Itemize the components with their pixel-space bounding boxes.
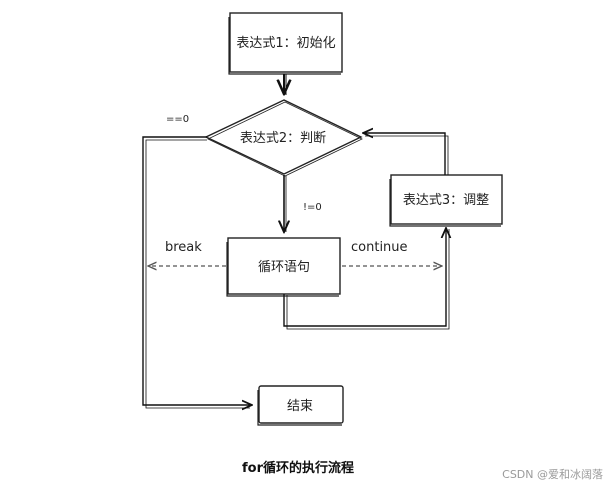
edge-adjust-to-judge: [363, 133, 449, 175]
edge-judge-to-body: !=0: [284, 175, 322, 232]
judge-label: 表达式2：判断: [240, 131, 326, 146]
edge-body-to-adjust: [283, 228, 449, 330]
edge-init-to-judge: [284, 74, 286, 95]
continue-label: continue: [351, 240, 408, 255]
edge-judge-to-end: ==0: [142, 114, 252, 408]
adjust-label: 表达式3：调整: [403, 193, 489, 208]
body-label: 循环语句: [258, 260, 310, 275]
watermark: CSDN @爱和冰阔落: [502, 468, 603, 481]
body-node: 循环语句: [226, 237, 341, 297]
caption: for循环的执行流程: [242, 460, 354, 476]
init-node: 表达式1：初始化: [228, 12, 343, 75]
edge-continue: continue: [342, 240, 442, 266]
false-label: ==0: [166, 114, 189, 125]
init-label: 表达式1：初始化: [236, 36, 335, 51]
end-label: 结束: [287, 399, 313, 414]
judge-node: 表达式2：判断: [204, 99, 363, 177]
break-label: break: [165, 240, 202, 255]
edge-break: break: [148, 240, 226, 266]
end-node: 结束: [257, 385, 344, 426]
true-label: !=0: [303, 202, 322, 213]
adjust-node: 表达式3：调整: [389, 174, 503, 227]
